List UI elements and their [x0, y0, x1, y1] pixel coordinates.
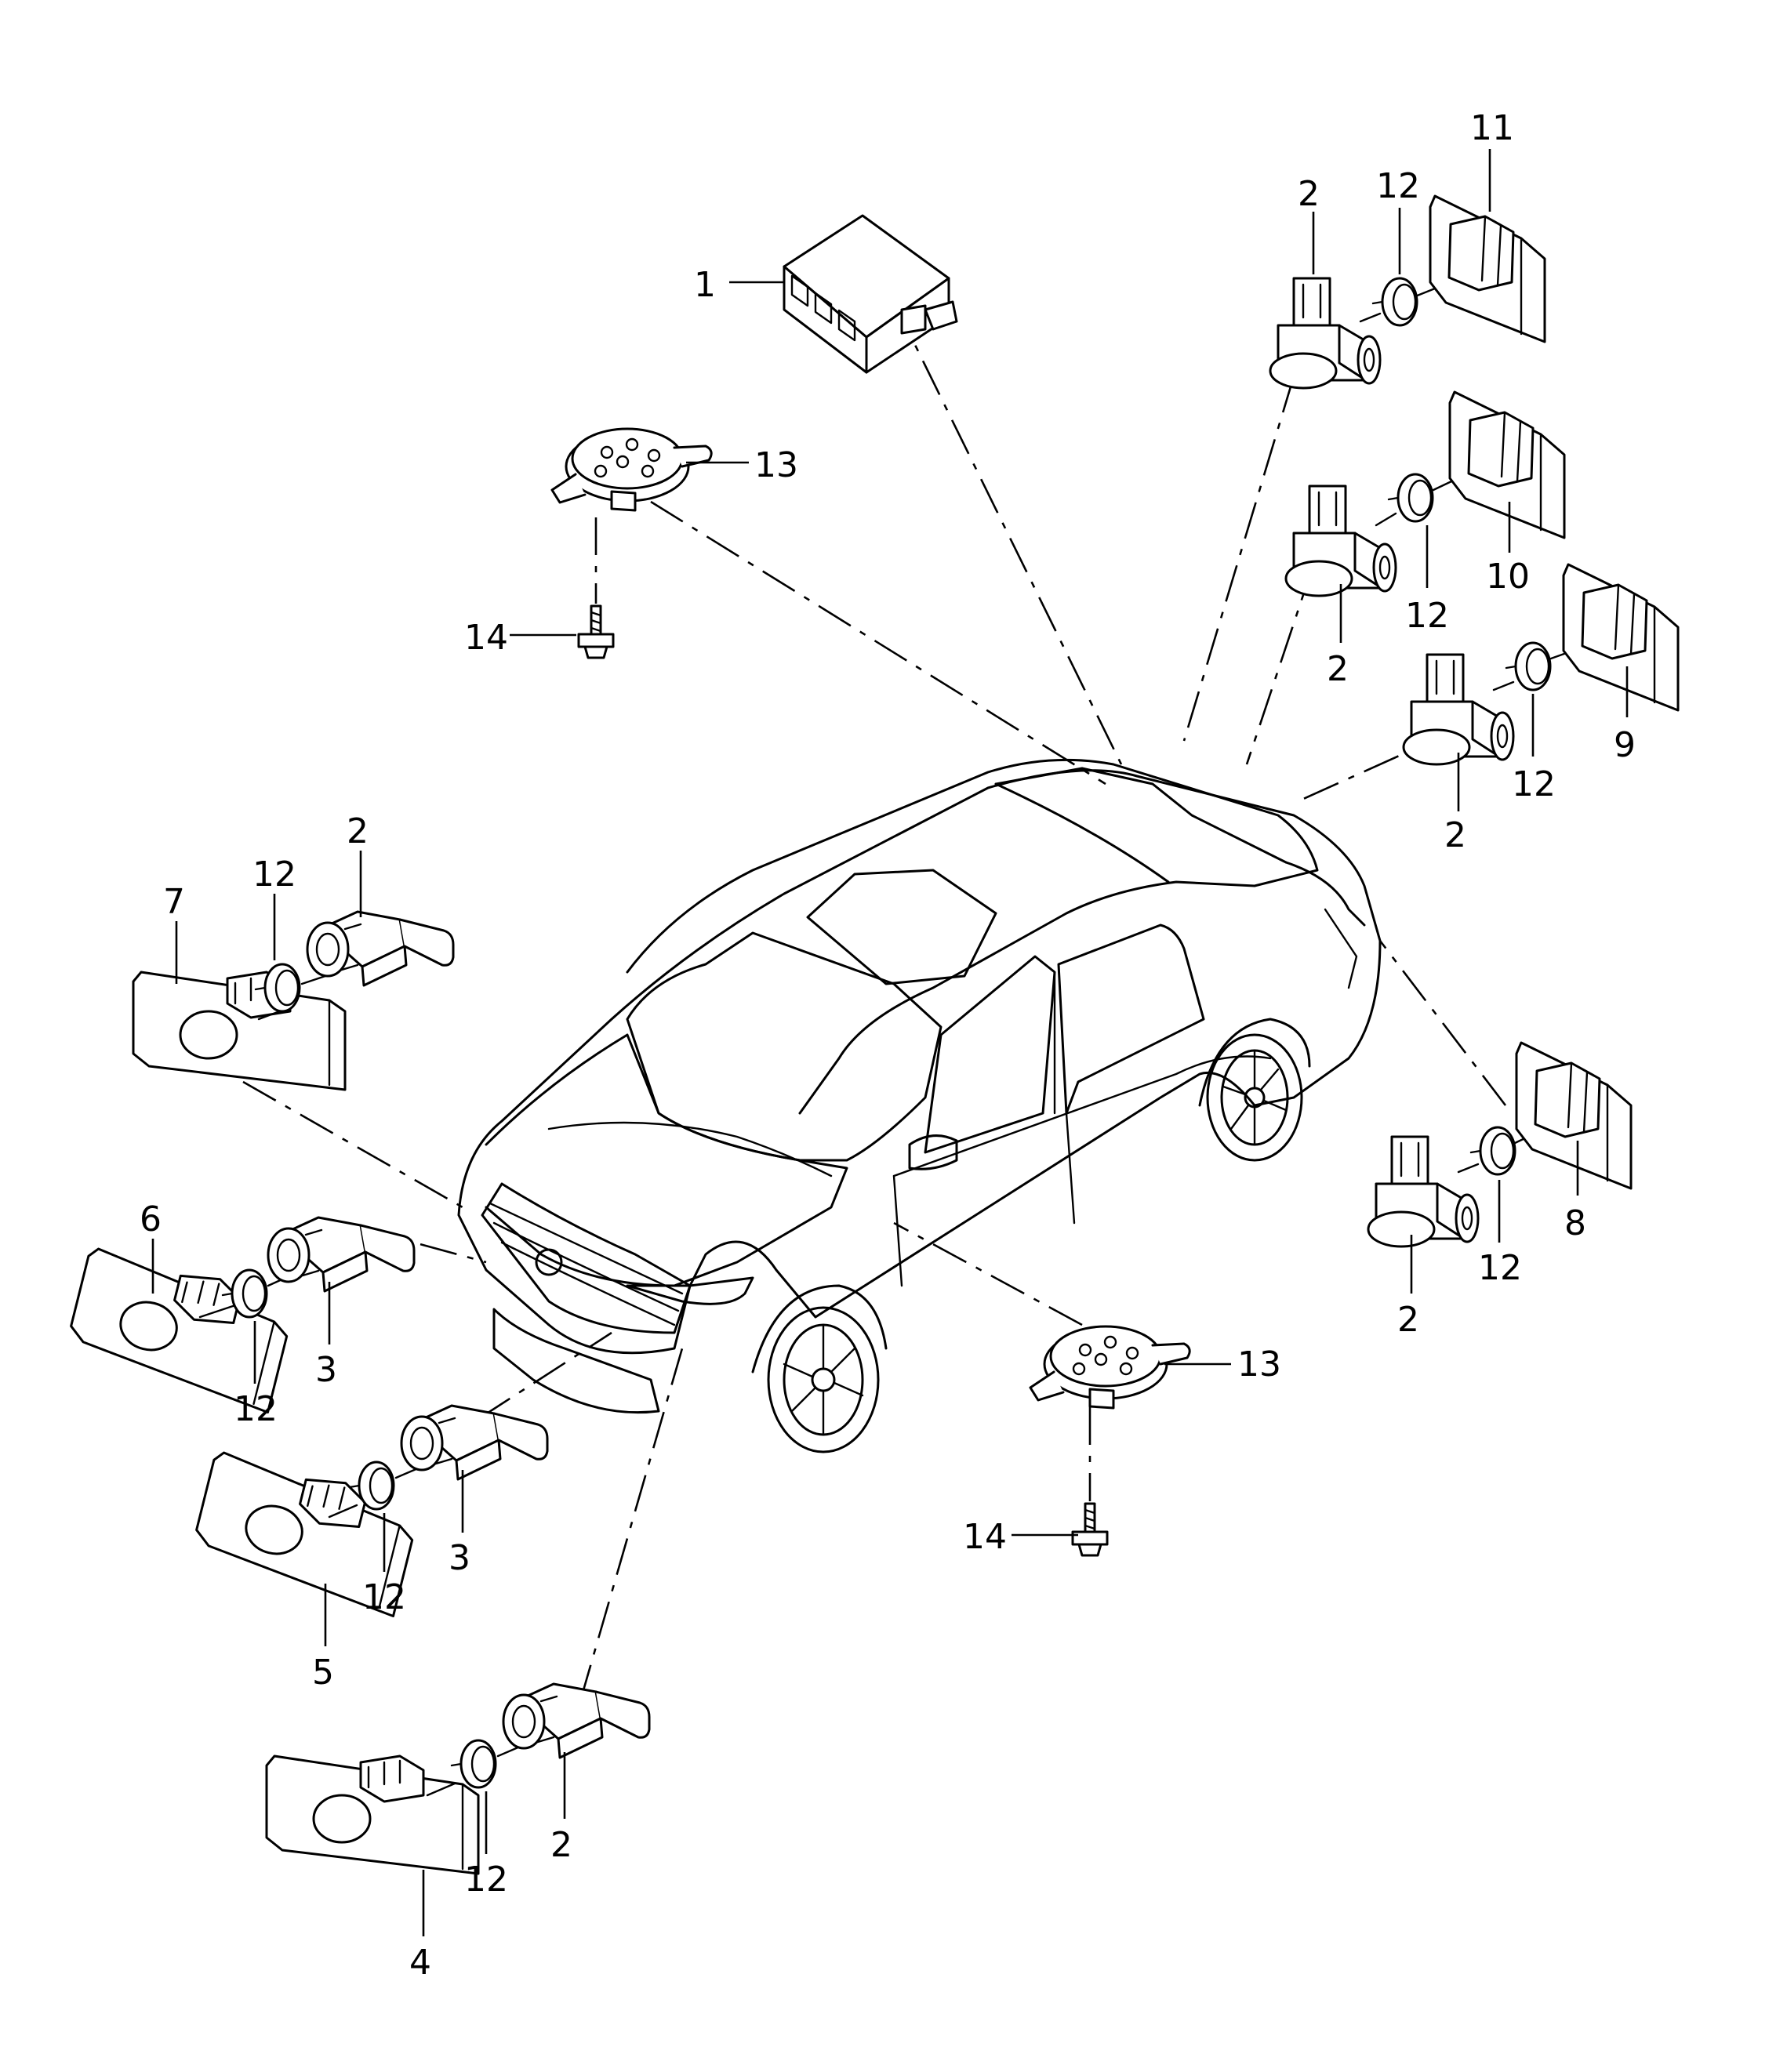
callout-9: 9: [1614, 725, 1636, 765]
callout-3: 3: [449, 1538, 470, 1578]
sensor-part-3-front-b: [400, 1404, 549, 1481]
callout-10: 10: [1486, 557, 1530, 597]
sensor-part-2-rear-c: [1402, 653, 1515, 766]
leader-lines: [151, 149, 1629, 1936]
callout-13: 13: [754, 445, 798, 485]
callout-2: 2: [347, 811, 369, 851]
callout-14: 14: [963, 1517, 1007, 1557]
sensor-part-2-front-a: [306, 910, 455, 987]
sensor-part-2-front-b: [502, 1682, 651, 1759]
callout-13: 13: [1237, 1344, 1281, 1384]
callout-2: 2: [1327, 649, 1349, 689]
callout-12: 12: [1405, 596, 1449, 636]
callout-12: 12: [362, 1577, 406, 1617]
buzzer-part-13-bottom: [1029, 1325, 1191, 1410]
sensor-part-2-rear-b: [1284, 484, 1397, 597]
screw-part-14-top: [577, 604, 615, 659]
ring-part-12-rear-d: [1469, 1126, 1516, 1176]
callout-8: 8: [1564, 1203, 1586, 1243]
callout-2: 2: [1298, 174, 1320, 214]
callout-12: 12: [252, 855, 296, 894]
callout-6: 6: [140, 1199, 162, 1239]
sensor-part-2-rear-a: [1269, 277, 1382, 390]
callout-5: 5: [312, 1653, 334, 1693]
callout-3: 3: [315, 1350, 337, 1390]
holder-part-4: [265, 1754, 480, 1875]
callout-2: 2: [550, 1825, 572, 1865]
holder-part-11: [1429, 194, 1546, 343]
ring-part-12-front-d: [450, 1739, 497, 1789]
callout-12: 12: [1478, 1248, 1522, 1288]
holder-part-9: [1562, 563, 1680, 712]
control-unit-part-1: [783, 214, 958, 374]
callout-14: 14: [464, 618, 508, 658]
callout-12: 12: [234, 1389, 278, 1429]
holder-part-10: [1448, 390, 1566, 539]
callout-2: 2: [1444, 815, 1466, 855]
callout-11: 11: [1470, 108, 1514, 148]
callout-12: 12: [464, 1860, 508, 1900]
holder-part-8: [1515, 1041, 1633, 1190]
screw-part-14-bottom: [1071, 1502, 1109, 1557]
callout-labels: 1 2 12 11 13 14 12 10 2 9 12 2 7 12 2 8 …: [140, 108, 1636, 1983]
callout-12: 12: [1376, 166, 1420, 206]
callout-7: 7: [163, 882, 185, 922]
callout-2: 2: [1397, 1300, 1419, 1340]
buzzer-part-13-top: [550, 427, 713, 512]
car-illustration: [457, 758, 1382, 1453]
callout-4: 4: [409, 1943, 431, 1983]
callout-1: 1: [694, 265, 716, 305]
holder-part-7: [132, 971, 347, 1091]
ring-part-12-rear-a: [1371, 277, 1418, 327]
sensor-part-2-rear-d: [1367, 1135, 1480, 1248]
holder-part-6: [61, 1246, 298, 1413]
sensor-part-3-front-a: [267, 1216, 416, 1293]
callout-12: 12: [1512, 764, 1556, 804]
